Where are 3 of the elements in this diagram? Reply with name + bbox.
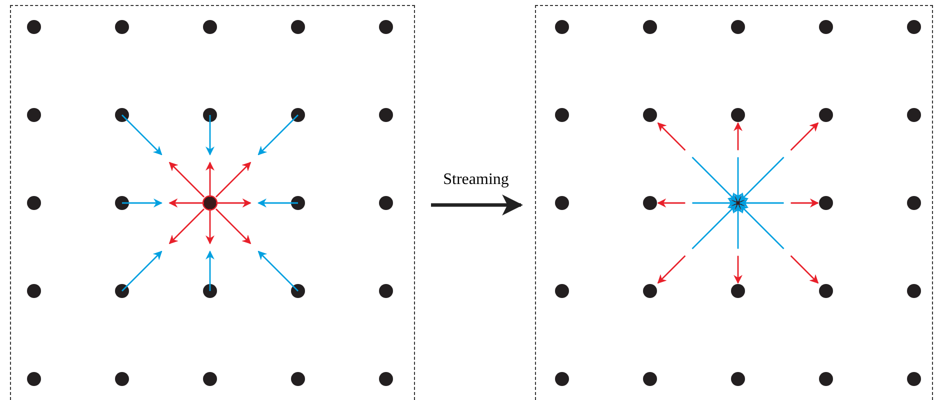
dashed-panel [10,5,415,400]
edge-label: Streaming [441,171,511,189]
arrow [431,194,524,216]
